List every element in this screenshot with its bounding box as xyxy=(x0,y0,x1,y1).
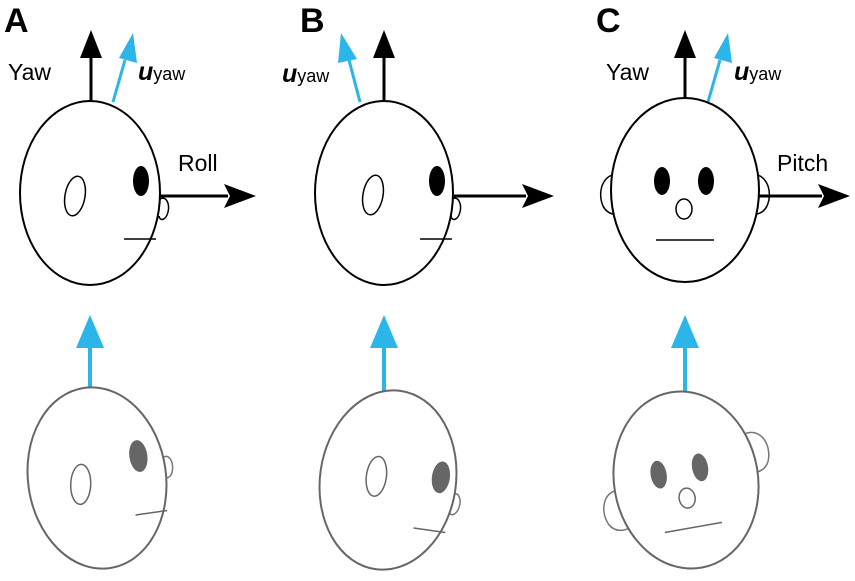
u-yaw-label-b: uyaw xyxy=(282,60,330,88)
eye-icon xyxy=(361,174,385,216)
roll-label-a: Roll xyxy=(178,150,218,176)
nose-icon xyxy=(675,198,693,220)
panel-b: B uyaw xyxy=(282,2,554,571)
u-yaw-arrow-b xyxy=(338,33,362,103)
eye-icon xyxy=(365,455,388,497)
head-bottom-a xyxy=(26,386,174,570)
ear-icon xyxy=(158,197,170,221)
nose-icon xyxy=(678,487,696,509)
eye-icon xyxy=(698,167,714,195)
u-yaw-label-a: uyaw xyxy=(138,58,186,86)
head-top-a xyxy=(19,100,170,286)
yaw-label-a: Yaw xyxy=(8,59,51,85)
mouth-icon xyxy=(413,527,446,534)
panel-a: A Yaw uyaw Roll xyxy=(4,2,256,570)
yaw-label-c: Yaw xyxy=(606,59,649,85)
eye-icon xyxy=(69,463,92,506)
roll-axis-a xyxy=(160,184,256,208)
yaw-axis-c xyxy=(674,30,696,100)
eye-icon xyxy=(691,453,709,482)
head-bottom-c xyxy=(603,390,770,570)
u-yaw-arrow-c xyxy=(706,33,732,103)
pitch-axis-c xyxy=(759,184,850,208)
mouth-icon xyxy=(664,521,723,534)
eye-icon xyxy=(63,175,87,217)
eye-icon xyxy=(431,461,451,494)
eye-icon xyxy=(654,167,670,195)
rotation-arrow-c xyxy=(671,315,699,391)
u-yaw-arrow-a xyxy=(111,33,137,103)
roll-axis-b xyxy=(454,184,554,208)
head-outline-icon xyxy=(318,389,458,571)
head-outline-icon xyxy=(610,97,760,283)
eye-icon xyxy=(650,460,667,489)
head-bottom-b xyxy=(318,389,461,571)
yaw-axis-b xyxy=(373,30,395,100)
u-yaw-label-c: uyaw xyxy=(734,58,782,86)
head-top-c xyxy=(599,97,771,283)
head-top-b xyxy=(314,100,462,286)
head-outline-icon xyxy=(612,390,760,570)
mouth-icon xyxy=(135,509,168,516)
pitch-label-c: Pitch xyxy=(777,150,828,176)
panel-c: C Yaw uyaw Pitch xyxy=(596,2,850,570)
rotation-arrow-a xyxy=(76,315,104,391)
eye-icon xyxy=(133,166,149,196)
head-outline-icon xyxy=(26,386,168,570)
rotation-arrow-b xyxy=(370,315,398,391)
panel-label-b: B xyxy=(300,2,325,40)
panel-label-a: A xyxy=(4,2,29,40)
eye-icon xyxy=(129,440,148,472)
eye-icon xyxy=(429,166,445,196)
yaw-axis-a xyxy=(80,30,102,100)
panel-label-c: C xyxy=(596,2,621,40)
